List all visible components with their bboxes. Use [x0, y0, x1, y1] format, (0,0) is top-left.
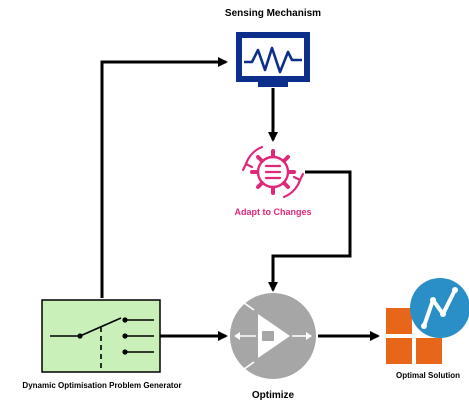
optimizer-node: Optimize [230, 293, 316, 401]
waveform-monitor-icon [236, 32, 310, 87]
gear-cycle-icon [241, 145, 305, 199]
router-arrows-icon [230, 293, 316, 379]
connectors [100, 57, 380, 341]
switch-circuit-icon [41, 299, 161, 373]
sensing-mechanism-node: Sensing Mechanism [225, 8, 321, 87]
optimize-label: Optimize [252, 390, 295, 401]
adapt-to-optimizer-arrow [268, 170, 352, 292]
sensing-mechanism-label: Sensing Mechanism [225, 8, 321, 19]
optimal-solution-node: Optimal Solution [386, 278, 469, 380]
adapt-label: Adapt to Changes [234, 207, 311, 217]
adapt-node: Adapt to Changes [234, 145, 312, 217]
generator-label: Dynamic Optimisation Problem Generator [22, 381, 181, 390]
optimal-solution-label: Optimal Solution [396, 371, 460, 380]
generator-node: Dynamic Optimisation Problem Generator [22, 299, 182, 390]
analytics-grid-icon [386, 278, 469, 364]
generator-to-sensor-arrow [100, 57, 228, 298]
